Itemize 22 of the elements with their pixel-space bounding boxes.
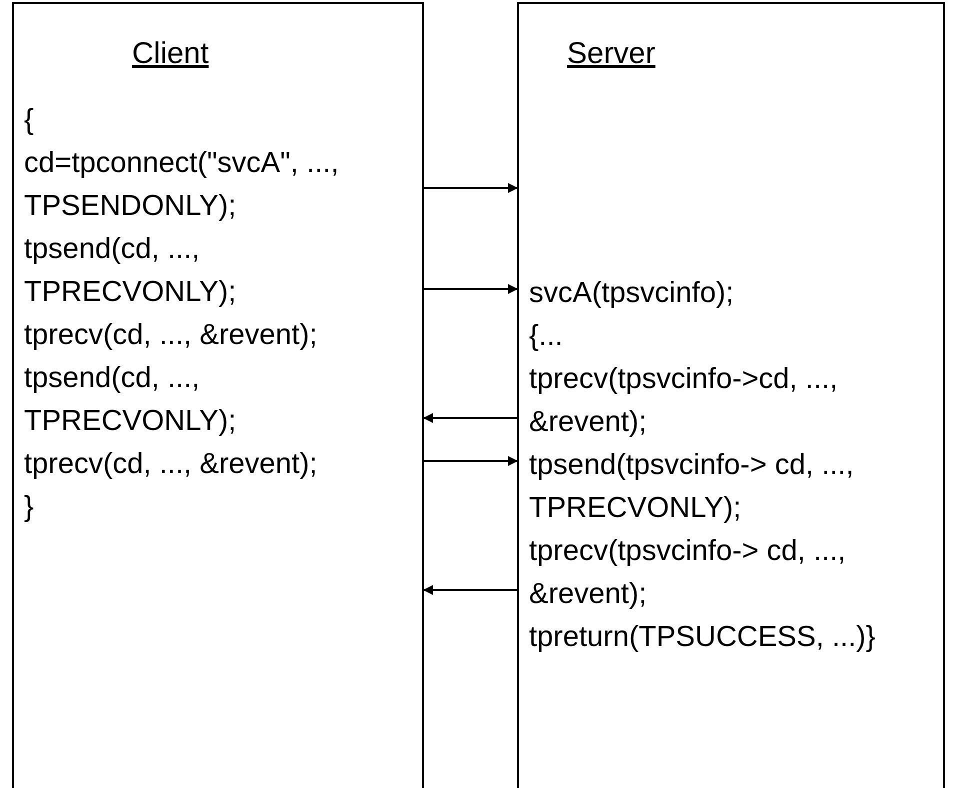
code-statement: tpsend(cd, ..., TPRECVONLY);: [24, 232, 238, 310]
code-statement: tprecv(cd, ..., &revent);: [24, 447, 318, 482]
code-statement: tprecv(tpsvcinfo-> cd, ..., &revent);: [529, 534, 847, 612]
code-statement: tprecv(cd, ..., &revent);: [24, 318, 318, 353]
code-statement: {: [24, 103, 35, 138]
message-arrow: [424, 183, 518, 193]
code-statement: cd=tpconnect("svcA", ..., TPSENDONLY);: [24, 146, 340, 224]
code-statement: {...: [529, 319, 564, 354]
message-arrow: [424, 284, 518, 294]
message-arrow: [423, 413, 517, 423]
code-statement: tpreturn(TPSUCCESS, ...)}: [529, 620, 876, 655]
code-statement: tprecv(tpsvcinfo->cd, ..., &revent);: [529, 362, 839, 440]
lifeline-panel: [12, 2, 424, 788]
message-arrow: [423, 585, 517, 595]
panel-heading: Server: [567, 36, 656, 72]
code-statement: }: [24, 490, 35, 525]
panel-heading: Client: [132, 36, 209, 72]
code-statement: tpsend(tpsvcinfo-> cd, ..., TPRECVONLY);: [529, 448, 855, 526]
lifeline-panel: [517, 2, 945, 788]
message-arrow: [424, 456, 518, 466]
code-statement: tpsend(cd, ..., TPRECVONLY);: [24, 361, 238, 439]
code-statement: svcA(tpsvcinfo);: [529, 276, 735, 311]
